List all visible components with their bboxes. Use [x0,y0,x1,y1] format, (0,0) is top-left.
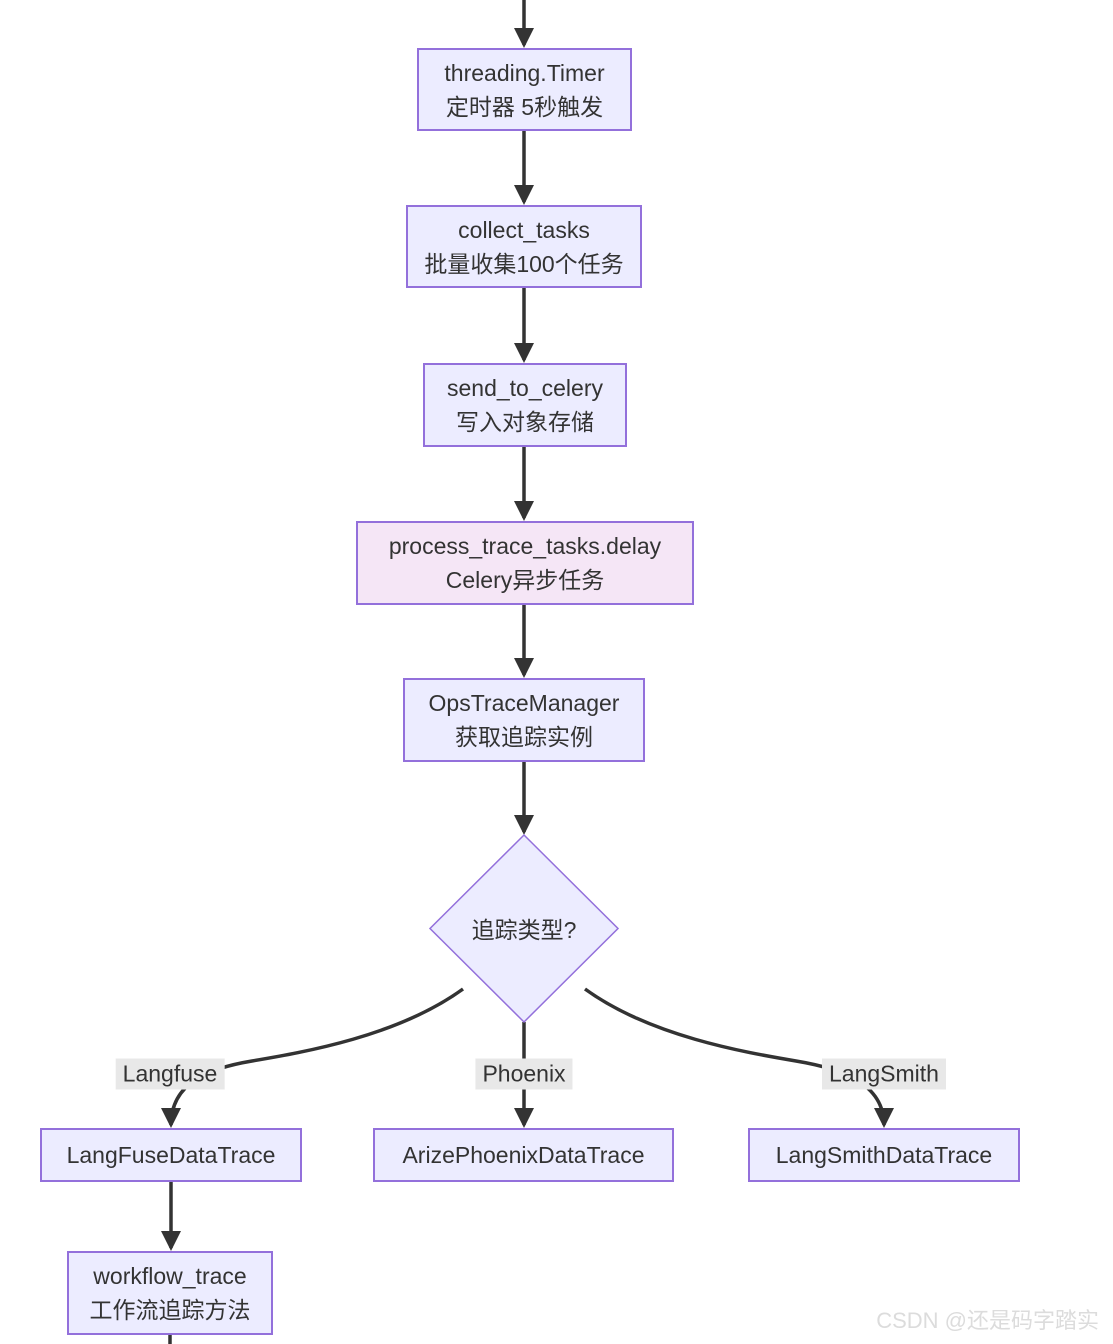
node-threading-timer: threading.Timer 定时器 5秒触发 [417,48,632,131]
node-threading-timer-name: threading.Timer [444,59,605,86]
node-process-trace-tasks-name: process_trace_tasks.delay [388,533,662,559]
csdn-watermark: CSDN @还是码字踏实 [876,1308,1099,1333]
node-ops-trace-manager-desc: 获取追踪实例 [455,724,593,750]
edge-decision-to-langsmith [583,987,894,1128]
node-send-to-celery: send_to_celery 写入对象存储 [423,363,627,447]
node-arize-phoenix-data-trace: ArizePhoenixDataTrace [373,1128,674,1182]
node-langsmith-data-trace-name: LangSmithDataTrace [775,1142,993,1168]
node-send-to-celery-name: send_to_celery [447,375,603,401]
node-threading-timer-desc: 定时器 5秒触发 [445,93,604,120]
node-workflow-trace-desc: 工作流追踪方法 [89,1297,251,1323]
node-collect-tasks: collect_tasks 批量收集100个任务 [406,205,642,288]
node-workflow-trace: workflow_trace 工作流追踪方法 [67,1251,273,1335]
node-send-to-celery-desc: 写入对象存储 [456,409,594,435]
decision-label: 追踪类型? [471,917,577,943]
node-process-trace-tasks-desc: Celery异步任务 [445,567,605,593]
node-process-trace-tasks: process_trace_tasks.delay Celery异步任务 [356,521,694,605]
node-collect-tasks-name: collect_tasks [458,216,590,243]
edge-decision-to-langfuse [161,987,465,1128]
node-langfuse-data-trace-name: LangFuseDataTrace [66,1142,276,1168]
edge-label-langfuse: Langfuse [115,1058,225,1090]
node-langsmith-data-trace: LangSmithDataTrace [748,1128,1020,1182]
node-collect-tasks-desc: 批量收集100个任务 [424,250,624,277]
node-ops-trace-manager: OpsTraceManager 获取追踪实例 [403,678,645,762]
node-ops-trace-manager-name: OpsTraceManager [428,690,620,716]
decision-diamond [428,833,620,1024]
node-workflow-trace-name: workflow_trace [93,1263,247,1289]
edge-label-phoenix: Phoenix [475,1058,573,1090]
node-langfuse-data-trace: LangFuseDataTrace [40,1128,302,1182]
node-arize-phoenix-data-trace-name: ArizePhoenixDataTrace [402,1142,645,1168]
edge-label-langsmith: LangSmith [822,1058,946,1090]
